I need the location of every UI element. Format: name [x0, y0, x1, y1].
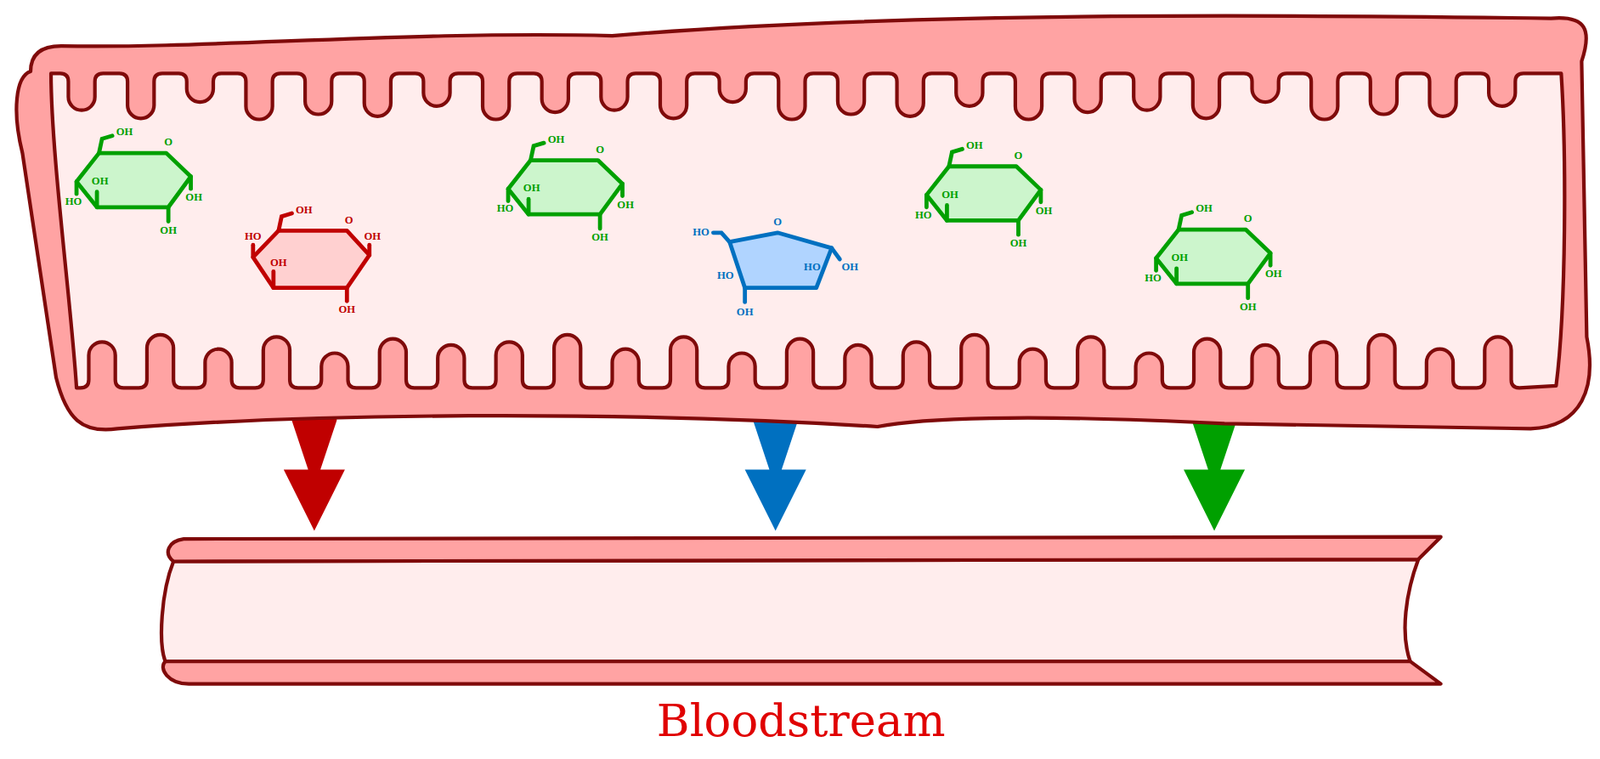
- ring: [926, 166, 1041, 221]
- absorption-arrow: [283, 318, 345, 532]
- atom-label: OH: [842, 261, 860, 273]
- atom-label: OH: [548, 134, 566, 146]
- atom-label: O: [595, 144, 605, 156]
- atom-label: OH: [736, 306, 754, 318]
- ring: [729, 232, 832, 289]
- vessel-wall: [161, 559, 1419, 662]
- atom-label: O: [344, 214, 354, 227]
- atom-label: OH: [616, 199, 634, 211]
- atom-label: OH: [966, 140, 984, 152]
- vessel-label: Bloodstream: [152, 694, 1449, 748]
- sugar-molecule: HO O HO OH HO OH: [689, 214, 863, 322]
- atom-label: HO: [1144, 273, 1162, 285]
- atom-label: HO: [692, 226, 710, 238]
- sugar-molecule: OH O OH HO OH OH: [494, 131, 638, 246]
- atom-label: OH: [338, 305, 356, 317]
- atom-label: OH: [91, 175, 109, 187]
- bond: [250, 244, 255, 257]
- atom-label: O: [1243, 214, 1253, 226]
- bond: [188, 176, 193, 189]
- atom-label: OH: [270, 258, 288, 270]
- bond: [526, 198, 532, 215]
- bond: [98, 135, 113, 153]
- bond: [620, 183, 625, 196]
- bond: [1039, 189, 1044, 202]
- ring: [253, 230, 370, 288]
- atom-label: OH: [1265, 269, 1283, 281]
- bond: [278, 213, 293, 231]
- atom-label: HO: [244, 231, 262, 243]
- atom-label: O: [773, 216, 782, 228]
- bond: [1153, 258, 1159, 271]
- bond: [271, 271, 276, 288]
- bond: [712, 232, 730, 243]
- bond: [530, 142, 544, 160]
- atom-label: OH: [185, 192, 203, 204]
- bond: [598, 214, 603, 229]
- bond: [831, 248, 841, 260]
- molecule-ring: [494, 131, 638, 246]
- atom-label: OH: [116, 127, 134, 139]
- absorption-arrow: [745, 321, 807, 531]
- bond: [1268, 253, 1273, 266]
- intestine-wall: [16, 16, 1589, 430]
- atom-label: HO: [717, 270, 735, 282]
- atom-label: O: [163, 137, 173, 149]
- atom-label: OH: [295, 204, 313, 216]
- absorption-arrow: [1183, 315, 1245, 531]
- blood-vessel: Bloodstream: [152, 530, 1449, 758]
- atom-label: OH: [1035, 205, 1053, 217]
- bond: [506, 188, 511, 201]
- bond: [1245, 283, 1250, 299]
- molecule-ring: [62, 124, 206, 239]
- bond: [74, 181, 80, 194]
- molecule-ring: [1142, 201, 1286, 316]
- molecule-ring: [243, 202, 386, 319]
- atom-label: OH: [1010, 238, 1028, 250]
- atom-label: OH: [941, 189, 959, 201]
- bond: [949, 148, 963, 166]
- molecule-ring: [913, 137, 1057, 252]
- vessel-shape: [152, 530, 1449, 686]
- atom-label: OH: [1170, 253, 1188, 265]
- bond: [166, 207, 171, 222]
- atom-label: HO: [497, 203, 515, 215]
- atom-label: HO: [65, 196, 83, 208]
- atom-label: HO: [915, 209, 933, 221]
- atom-label: OH: [159, 225, 177, 237]
- bond: [924, 194, 929, 207]
- atom-label: OH: [1195, 203, 1213, 215]
- atom-label: HO: [803, 261, 821, 273]
- intestine-lumen-villi: [50, 73, 1565, 388]
- atom-label: OH: [364, 231, 382, 243]
- bond: [95, 192, 100, 208]
- molecule-ring: [689, 214, 863, 322]
- ring: [76, 152, 192, 208]
- sugar-molecule: OH O HO OH OH OH: [243, 202, 386, 319]
- vessel-wall: [163, 661, 1442, 684]
- bond: [1174, 268, 1179, 284]
- bond: [344, 288, 350, 302]
- vessel-wall: [168, 537, 1442, 562]
- sugar-molecule: OH O OH HO OH OH: [62, 124, 206, 239]
- atom-label: OH: [1239, 301, 1257, 313]
- ring: [508, 160, 623, 215]
- atom-label: OH: [591, 232, 609, 244]
- bond: [367, 244, 372, 255]
- atom-label: OH: [523, 183, 541, 195]
- atom-label: O: [1014, 150, 1024, 162]
- bond: [742, 288, 747, 303]
- bond: [1016, 220, 1021, 235]
- ring: [1156, 229, 1272, 284]
- bond: [1178, 212, 1193, 230]
- sugar-molecule: OH O OH HO OH OH: [1142, 201, 1286, 316]
- bond: [944, 204, 950, 221]
- sugar-molecule: OH O OH HO OH OH: [913, 137, 1057, 252]
